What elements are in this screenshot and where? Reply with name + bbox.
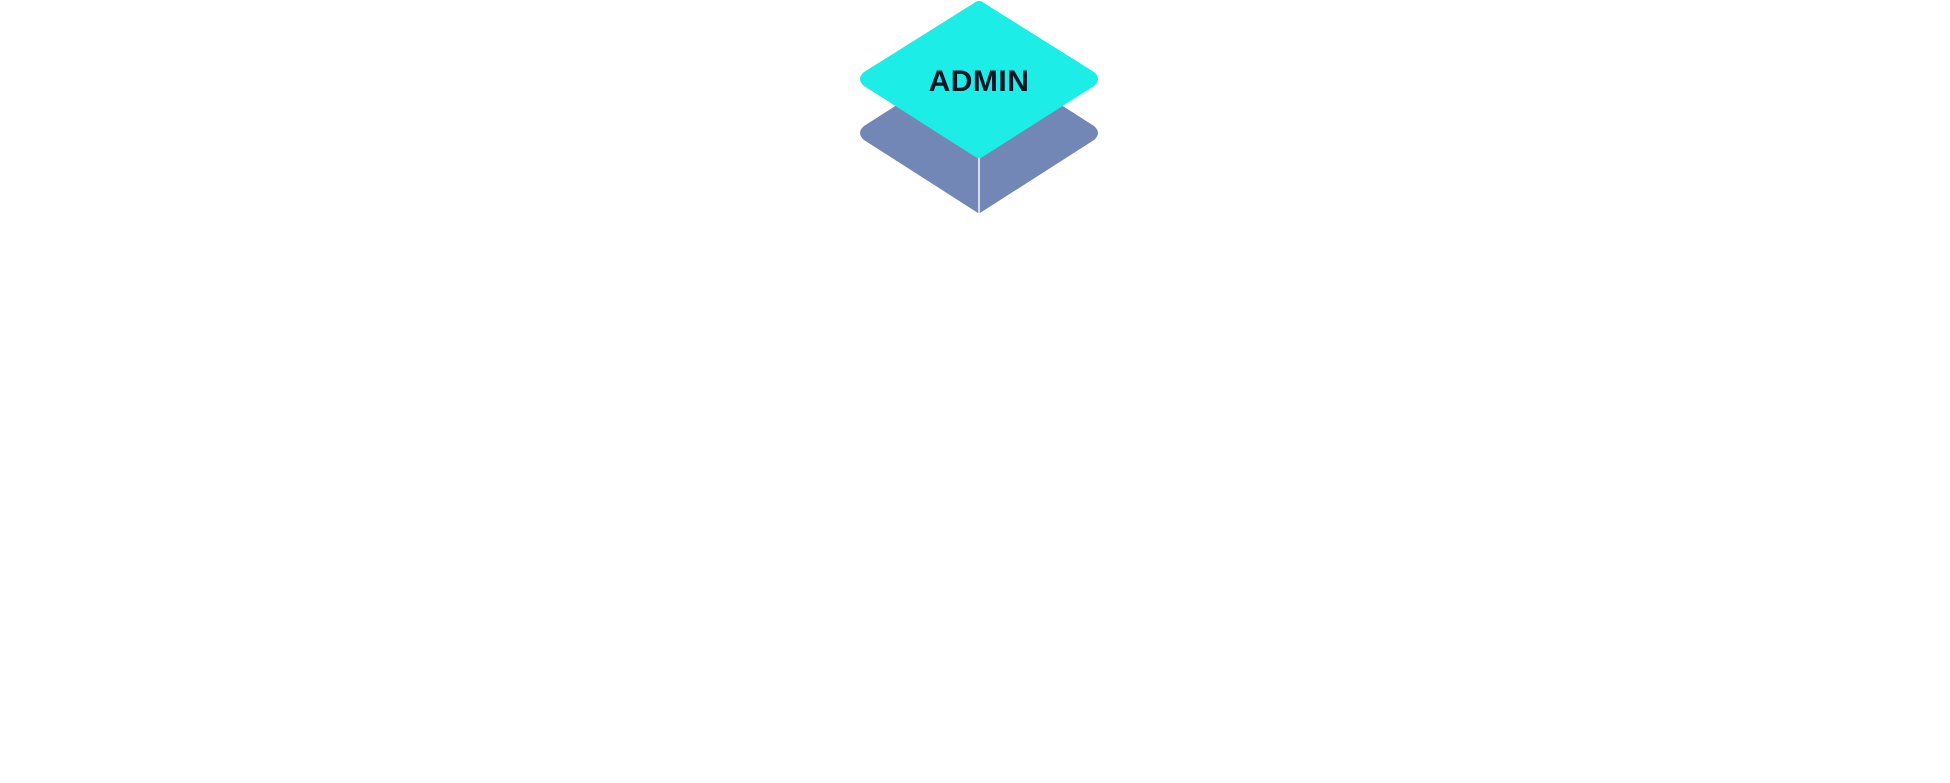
badge-label: ADMIN bbox=[929, 65, 1030, 98]
badge-top-face bbox=[860, 1, 1098, 158]
